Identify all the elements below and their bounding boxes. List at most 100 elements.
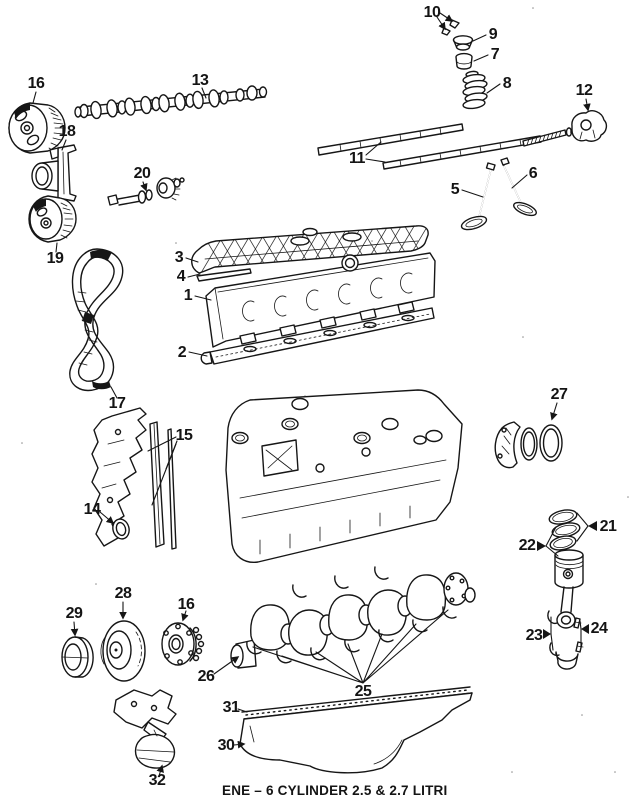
callout-3: 3 [175,249,184,266]
leader-21a [576,512,589,527]
leader-31 [237,708,248,713]
leader-7 [473,54,489,62]
leader-19 [55,242,58,253]
callout-2: 2 [178,344,187,361]
callout-13: 13 [192,72,209,89]
callout-26: 26 [198,668,215,685]
intermediate-sprocket [28,195,77,243]
oil-pan [239,692,473,774]
callout-28: 28 [115,585,132,602]
leader-11b [365,158,386,163]
leader-15a [147,436,177,452]
leader-10b [436,16,446,31]
valve-keepers [441,19,460,36]
callout-16-top: 16 [28,75,45,92]
callout-17: 17 [109,395,126,412]
front-seal [112,518,130,540]
callout-14: 14 [84,501,101,518]
callout-6: 6 [529,165,538,182]
valve-spring [462,70,488,110]
callout-19: 19 [47,250,64,267]
callout-4: 4 [177,268,186,285]
callout-7: 7 [491,46,500,63]
callout-32: 32 [149,772,166,789]
callout-12: 12 [576,82,593,99]
callout-31: 31 [223,699,240,716]
leader-25 [252,609,449,684]
figure-caption: ENE – 6 CYLINDER 2.5 & 2.7 LITRI [222,783,447,798]
callout-27: 27 [551,386,568,403]
rocker-arm [571,110,608,142]
leader-4 [187,273,201,278]
callout-8: 8 [503,75,512,92]
leader-21-wedge [588,521,597,531]
callout-labels: 1 2 3 4 5 6 7 8 9 10 11 12 13 14 15 16 1… [28,4,618,789]
leader-8 [486,83,501,94]
callout-18: 18 [59,123,76,140]
leader-24a [579,620,582,630]
callout-16-bottom: 16 [178,596,195,613]
leader-30 [233,740,246,749]
callout-30: 30 [218,737,235,754]
spring-retainer [452,35,474,51]
main-bearing-shells [246,566,457,664]
callout-25: 25 [355,683,372,700]
leader-20 [140,181,148,192]
callout-15: 15 [176,427,193,444]
callout-10: 10 [424,4,441,21]
leader-13 [201,87,207,99]
leader-22b [545,545,559,557]
leader-lines [32,12,597,777]
camshaft [74,85,268,120]
exhaust-valve [500,157,537,217]
rear-main-seal [494,421,563,469]
crankshaft [230,572,476,669]
leader-27 [550,402,558,421]
callout-11: 11 [349,150,366,167]
valve-cover [191,225,429,274]
timing-covers [91,407,177,550]
leader-29 [70,621,79,637]
leader-17 [110,386,118,399]
valve-cover-gasket [196,268,252,282]
leader-23b [550,633,554,651]
callout-24: 24 [591,620,608,637]
callout-20: 20 [134,165,151,182]
leader-24-wedge [581,624,589,634]
intake-valve [460,162,496,231]
leader-16-top [32,91,37,104]
leader-23-wedge [543,629,551,639]
leader-16-bottom [181,610,189,622]
engine-block [225,389,463,563]
sprocket-flange [31,144,77,202]
cylinder-head [205,252,436,348]
leader-14 [99,511,115,524]
leader-9 [472,34,487,42]
callout-9: 9 [489,26,498,43]
piston-rings [548,509,581,551]
connecting-rod [555,586,579,670]
leader-32 [156,764,164,777]
leader-18 [61,139,67,151]
engine-mount [113,689,177,769]
valve-stem-seal [455,52,473,70]
leader-21b [576,525,589,542]
callout-1: 1 [184,287,193,304]
vibration-damper [100,620,146,682]
callout-5: 5 [451,181,460,198]
leader-6 [511,174,528,189]
timing-belt [69,248,124,391]
leader-11a [365,141,382,156]
leader-5 [461,189,484,198]
leader-22-wedge [537,541,546,551]
leader-3 [185,257,199,263]
camshaft-sprocket [8,102,66,154]
callout-22: 22 [519,537,536,554]
intermediate-shaft [107,177,185,206]
leader-1 [194,295,212,301]
hub-seal [61,636,94,678]
callout-29: 29 [66,605,83,622]
crankshaft-sprocket-hub [161,622,205,666]
leader-12 [583,98,591,112]
